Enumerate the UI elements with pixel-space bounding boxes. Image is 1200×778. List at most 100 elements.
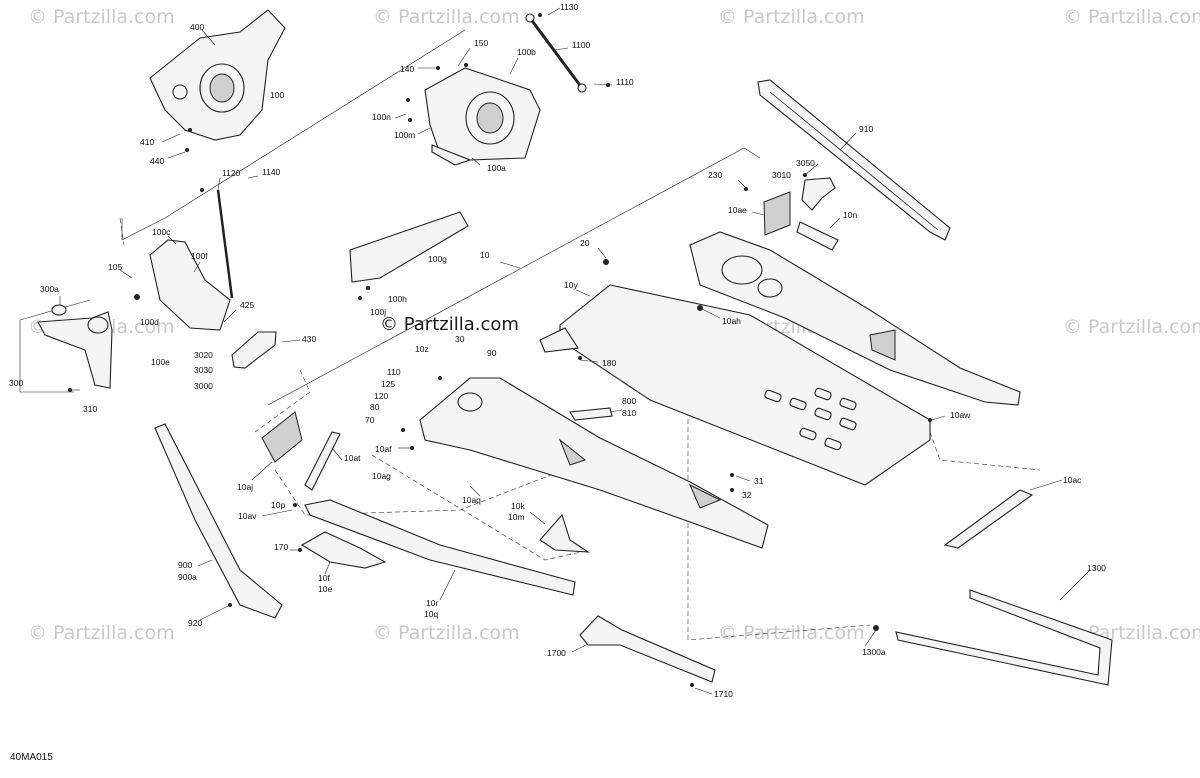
label-100: 100: [270, 90, 284, 100]
watermark: © Partzilla.com: [1063, 6, 1200, 28]
label-100h: 100h: [388, 294, 407, 304]
watermark: © Partzilla.com: [373, 6, 520, 28]
label-10k: 10k: [511, 501, 525, 511]
label-3010: 3010: [772, 170, 791, 180]
part-10aj-grille: [261, 411, 303, 463]
label-230: 230: [708, 170, 722, 180]
label-170: 170: [274, 542, 288, 552]
label-300: 300: [9, 378, 23, 388]
label-100d: 100d: [140, 317, 159, 327]
label-1700: 1700: [547, 648, 566, 658]
label-10y: 10y: [564, 280, 578, 290]
label-32: 32: [742, 490, 752, 500]
label-1110: 1110: [616, 77, 634, 87]
label-10aj: 10aj: [237, 482, 253, 492]
label-1300a: 1300a: [862, 647, 886, 657]
part-800-strut: [569, 407, 613, 421]
label-1140: 1140: [262, 167, 281, 177]
label-1300: 1300: [1087, 563, 1106, 573]
part-100g-panel: [349, 211, 469, 283]
part-3010-bracket: [801, 177, 836, 211]
part-10k-bracket: [539, 513, 590, 553]
label-150: 150: [474, 38, 488, 48]
part-10aq-side: [419, 377, 769, 549]
label-20: 20: [580, 238, 590, 248]
label-1100: 1100: [572, 40, 591, 50]
label-300a: 300a: [40, 284, 59, 294]
label-31: 31: [754, 476, 764, 486]
part-10at-strap: [304, 431, 341, 491]
label-125: 125: [381, 379, 395, 389]
part-10y-bracket: [539, 327, 579, 353]
label-10m: 10m: [508, 512, 525, 522]
part-1300-bumper: [895, 589, 1113, 686]
part-10ae-panel: [763, 191, 791, 236]
label-800: 800: [622, 396, 636, 406]
center-watermark: © Partzilla.com: [380, 314, 519, 335]
label-100e: 100e: [151, 357, 170, 367]
part-900-rail: [154, 423, 283, 619]
part-10-tunnel: [559, 284, 931, 486]
label-140: 140: [400, 64, 414, 74]
label-100j: 100j: [370, 307, 386, 317]
label-10f: 10f: [318, 573, 330, 583]
label-10ag: 10ag: [372, 471, 391, 481]
watermark: © Partzilla.com: [28, 6, 175, 28]
label-leaders: [59, 7, 1091, 695]
watermark: © Partzilla.com: [718, 6, 865, 28]
label-70: 70: [365, 415, 375, 425]
grouping-lines: [19, 29, 1041, 641]
label-10e: 10e: [318, 584, 332, 594]
label-30: 30: [455, 334, 465, 344]
part-1700-skid: [579, 615, 716, 683]
label-100f: 100f: [191, 251, 208, 261]
watermark: © Partzilla.com: [28, 622, 175, 644]
label-10ac: 10ac: [1063, 475, 1082, 485]
part-910-rail: [757, 79, 951, 241]
label-3020: 3020: [194, 350, 213, 360]
label-900: 900: [178, 560, 192, 570]
watermark: © Partzilla.com: [373, 622, 520, 644]
label-920: 920: [188, 618, 202, 628]
label-400: 400: [190, 22, 204, 32]
label-100a: 100a: [487, 163, 506, 173]
label-440: 440: [150, 156, 164, 166]
label-100g: 100g: [428, 254, 447, 264]
label-810: 810: [622, 408, 636, 418]
label-100c: 100c: [152, 227, 171, 237]
label-430: 430: [302, 334, 316, 344]
label-110: 110: [387, 367, 401, 377]
label-3050: 3050: [796, 158, 815, 168]
part-100c-bracket: [149, 189, 234, 331]
label-10at: 10at: [344, 453, 361, 463]
label-10ae: 10ae: [728, 205, 747, 215]
label-3030: 3030: [194, 365, 213, 375]
label-10: 10: [480, 250, 490, 260]
label-1130: 1130: [560, 2, 579, 12]
label-10aw: 10aw: [950, 410, 971, 420]
part-10n-plate: [796, 221, 839, 251]
label-410: 410: [140, 137, 154, 147]
label-1710: 1710: [714, 689, 733, 699]
label-90: 90: [487, 348, 497, 358]
label-10n: 10n: [843, 210, 857, 220]
watermark: © Partzilla.com: [718, 622, 865, 644]
label-10af: 10af: [375, 444, 392, 454]
label-105: 105: [108, 262, 122, 272]
part-10r-bumper: [304, 499, 576, 596]
part-10ac-bar: [943, 489, 1034, 549]
label-120: 120: [374, 391, 388, 401]
label-3000: 3000: [194, 381, 213, 391]
label-1120: 1120: [222, 168, 241, 178]
part-400-bulkhead: [149, 9, 286, 141]
label-910: 910: [859, 124, 873, 134]
label-80: 80: [370, 402, 380, 412]
part-side-panel-right: [689, 231, 1021, 406]
part-3000-bracket: [231, 331, 277, 369]
label-10p: 10p: [271, 500, 285, 510]
tunnel-cutouts: [764, 387, 857, 451]
label-100b: 100b: [517, 47, 536, 57]
diagram-code: 40MA015: [10, 752, 53, 763]
label-180: 180: [602, 358, 616, 368]
